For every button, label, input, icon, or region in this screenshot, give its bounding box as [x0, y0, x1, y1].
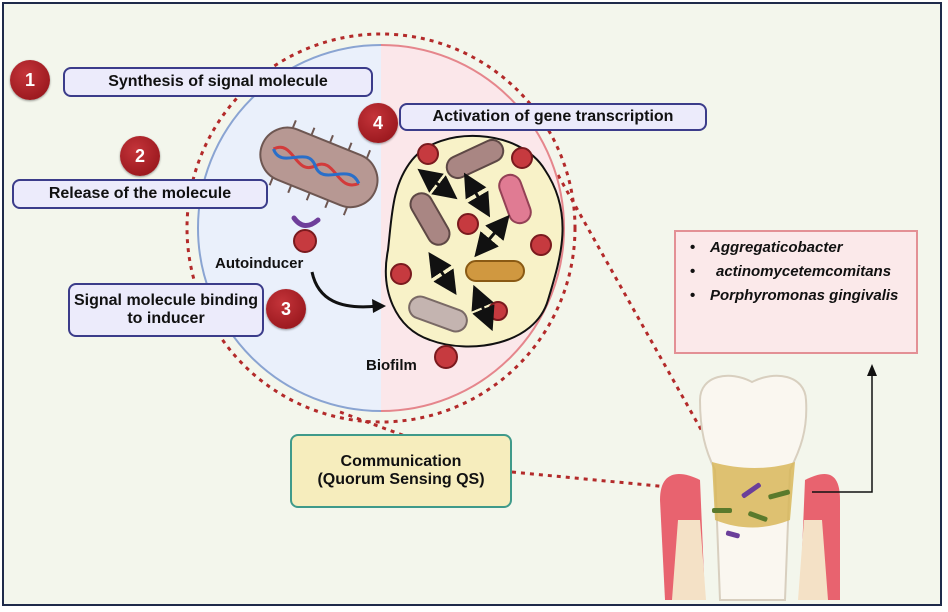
step-number: 4: [372, 112, 383, 133]
communication-title: Communication: [340, 453, 462, 470]
step-1-label: Synthesis of signal molecule: [63, 67, 373, 97]
step-3-label: Signal molecule binding to inducer: [68, 283, 264, 337]
autoinducer-molecule: [293, 229, 317, 253]
species-name: Aggregaticobacter: [710, 239, 843, 256]
step-badge-1: 1: [10, 60, 50, 100]
receptor-icon: [291, 215, 321, 228]
step-number: 2: [134, 145, 145, 166]
interaction-arrows: [417, 168, 510, 332]
species-name: Porphyromonas gingivalis: [710, 287, 899, 304]
bacterium-with-dna: [259, 119, 379, 216]
biofilm-label: Biofilm: [366, 357, 417, 374]
autoinducer-label: Autoinducer: [215, 255, 304, 272]
bullet-icon: •: [690, 239, 696, 256]
species-item: • actinomycetemcomitans: [688, 262, 906, 281]
dotted-connectors: [339, 174, 737, 492]
step-number: 1: [24, 69, 35, 90]
step-2-label: Release of the molecule: [12, 179, 268, 209]
species-item: • Porphyromonas gingivalis: [688, 286, 906, 305]
step-4-label: Activation of gene transcription: [399, 103, 707, 131]
tooth-illustration: [660, 374, 840, 601]
species-item: • Aggregaticobacter: [688, 238, 906, 257]
communication-subtitle: (Quorum Sensing QS): [317, 471, 485, 488]
bullet-icon: •: [690, 287, 696, 304]
species-list: • Aggregaticobacter • actinomycetemcomitan…: [688, 238, 906, 305]
bullet-icon: •: [690, 263, 696, 280]
step-badge-2: 2: [120, 136, 160, 176]
species-name: actinomycetemcomitans: [716, 263, 892, 280]
step-badge-4: 4: [358, 103, 398, 143]
binding-arrow: [310, 271, 379, 309]
species-box: • Aggregaticobacter • actinomycetemcomitan…: [674, 230, 918, 354]
communication-box: Communication (Quorum Sensing QS): [290, 434, 512, 508]
species-connector: [812, 372, 873, 493]
step-number: 3: [280, 298, 291, 319]
biofilm-bacteria: [408, 138, 532, 333]
step-badge-3: 3: [266, 289, 306, 329]
